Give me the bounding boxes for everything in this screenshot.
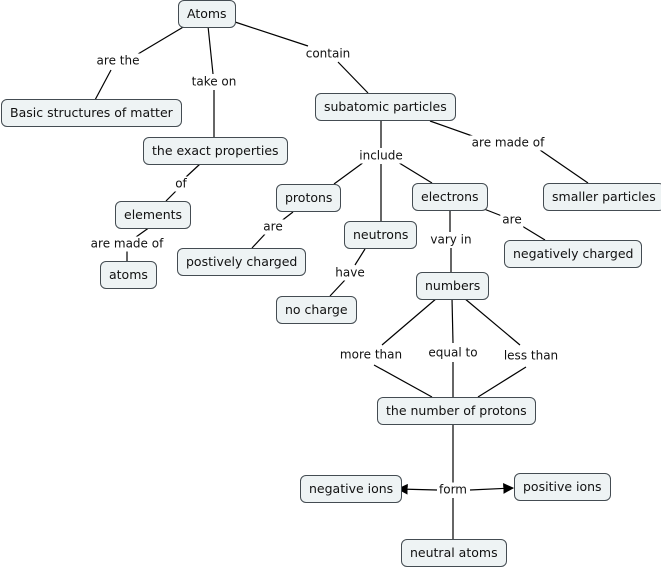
- concept-neutral-atoms[interactable]: neutral atoms: [401, 539, 507, 567]
- link-more-than: more than: [337, 347, 405, 363]
- concept-negatively-charged[interactable]: negatively charged: [504, 240, 643, 268]
- concept-basic-structures-of-matter[interactable]: Basic structures of matter: [1, 99, 182, 127]
- link-are-electrons: are: [500, 212, 524, 228]
- concept-numbers[interactable]: numbers: [416, 272, 490, 300]
- link-are-protons: are: [261, 219, 285, 235]
- concept-atoms[interactable]: Atoms: [178, 0, 236, 28]
- link-include: include: [357, 148, 405, 164]
- link-of: of: [173, 176, 189, 192]
- link-are-made-of-atoms: are made of: [88, 236, 166, 252]
- link-vary-in: vary in: [428, 232, 474, 248]
- concept-neutrons[interactable]: neutrons: [344, 221, 418, 249]
- link-are-the: are the: [94, 53, 142, 69]
- link-are-made-of-smaller: are made of: [469, 135, 547, 151]
- concept-elements[interactable]: elements: [115, 201, 192, 229]
- link-less-than: less than: [501, 348, 561, 364]
- concept-smaller-particles[interactable]: smaller particles: [543, 183, 661, 211]
- link-contain: contain: [303, 46, 353, 62]
- concept-no-charge[interactable]: no charge: [276, 296, 357, 324]
- concept-postively-charged[interactable]: postively charged: [177, 248, 307, 276]
- concept-positive-ions[interactable]: positive ions: [514, 473, 611, 501]
- concept-number-of-protons[interactable]: the number of protons: [377, 397, 536, 425]
- concept-exact-properties[interactable]: the exact properties: [143, 137, 288, 165]
- concept-protons[interactable]: protons: [276, 184, 342, 212]
- concept-subatomic-particles[interactable]: subatomic particles: [315, 93, 456, 121]
- concept-electrons[interactable]: electrons: [412, 183, 488, 211]
- link-take-on: take on: [189, 74, 239, 90]
- concept-atoms-small[interactable]: atoms: [100, 261, 157, 289]
- link-equal-to: equal to: [426, 345, 480, 361]
- concept-negative-ions[interactable]: negative ions: [300, 475, 403, 503]
- link-have: have: [333, 265, 367, 281]
- link-form: form: [437, 482, 469, 498]
